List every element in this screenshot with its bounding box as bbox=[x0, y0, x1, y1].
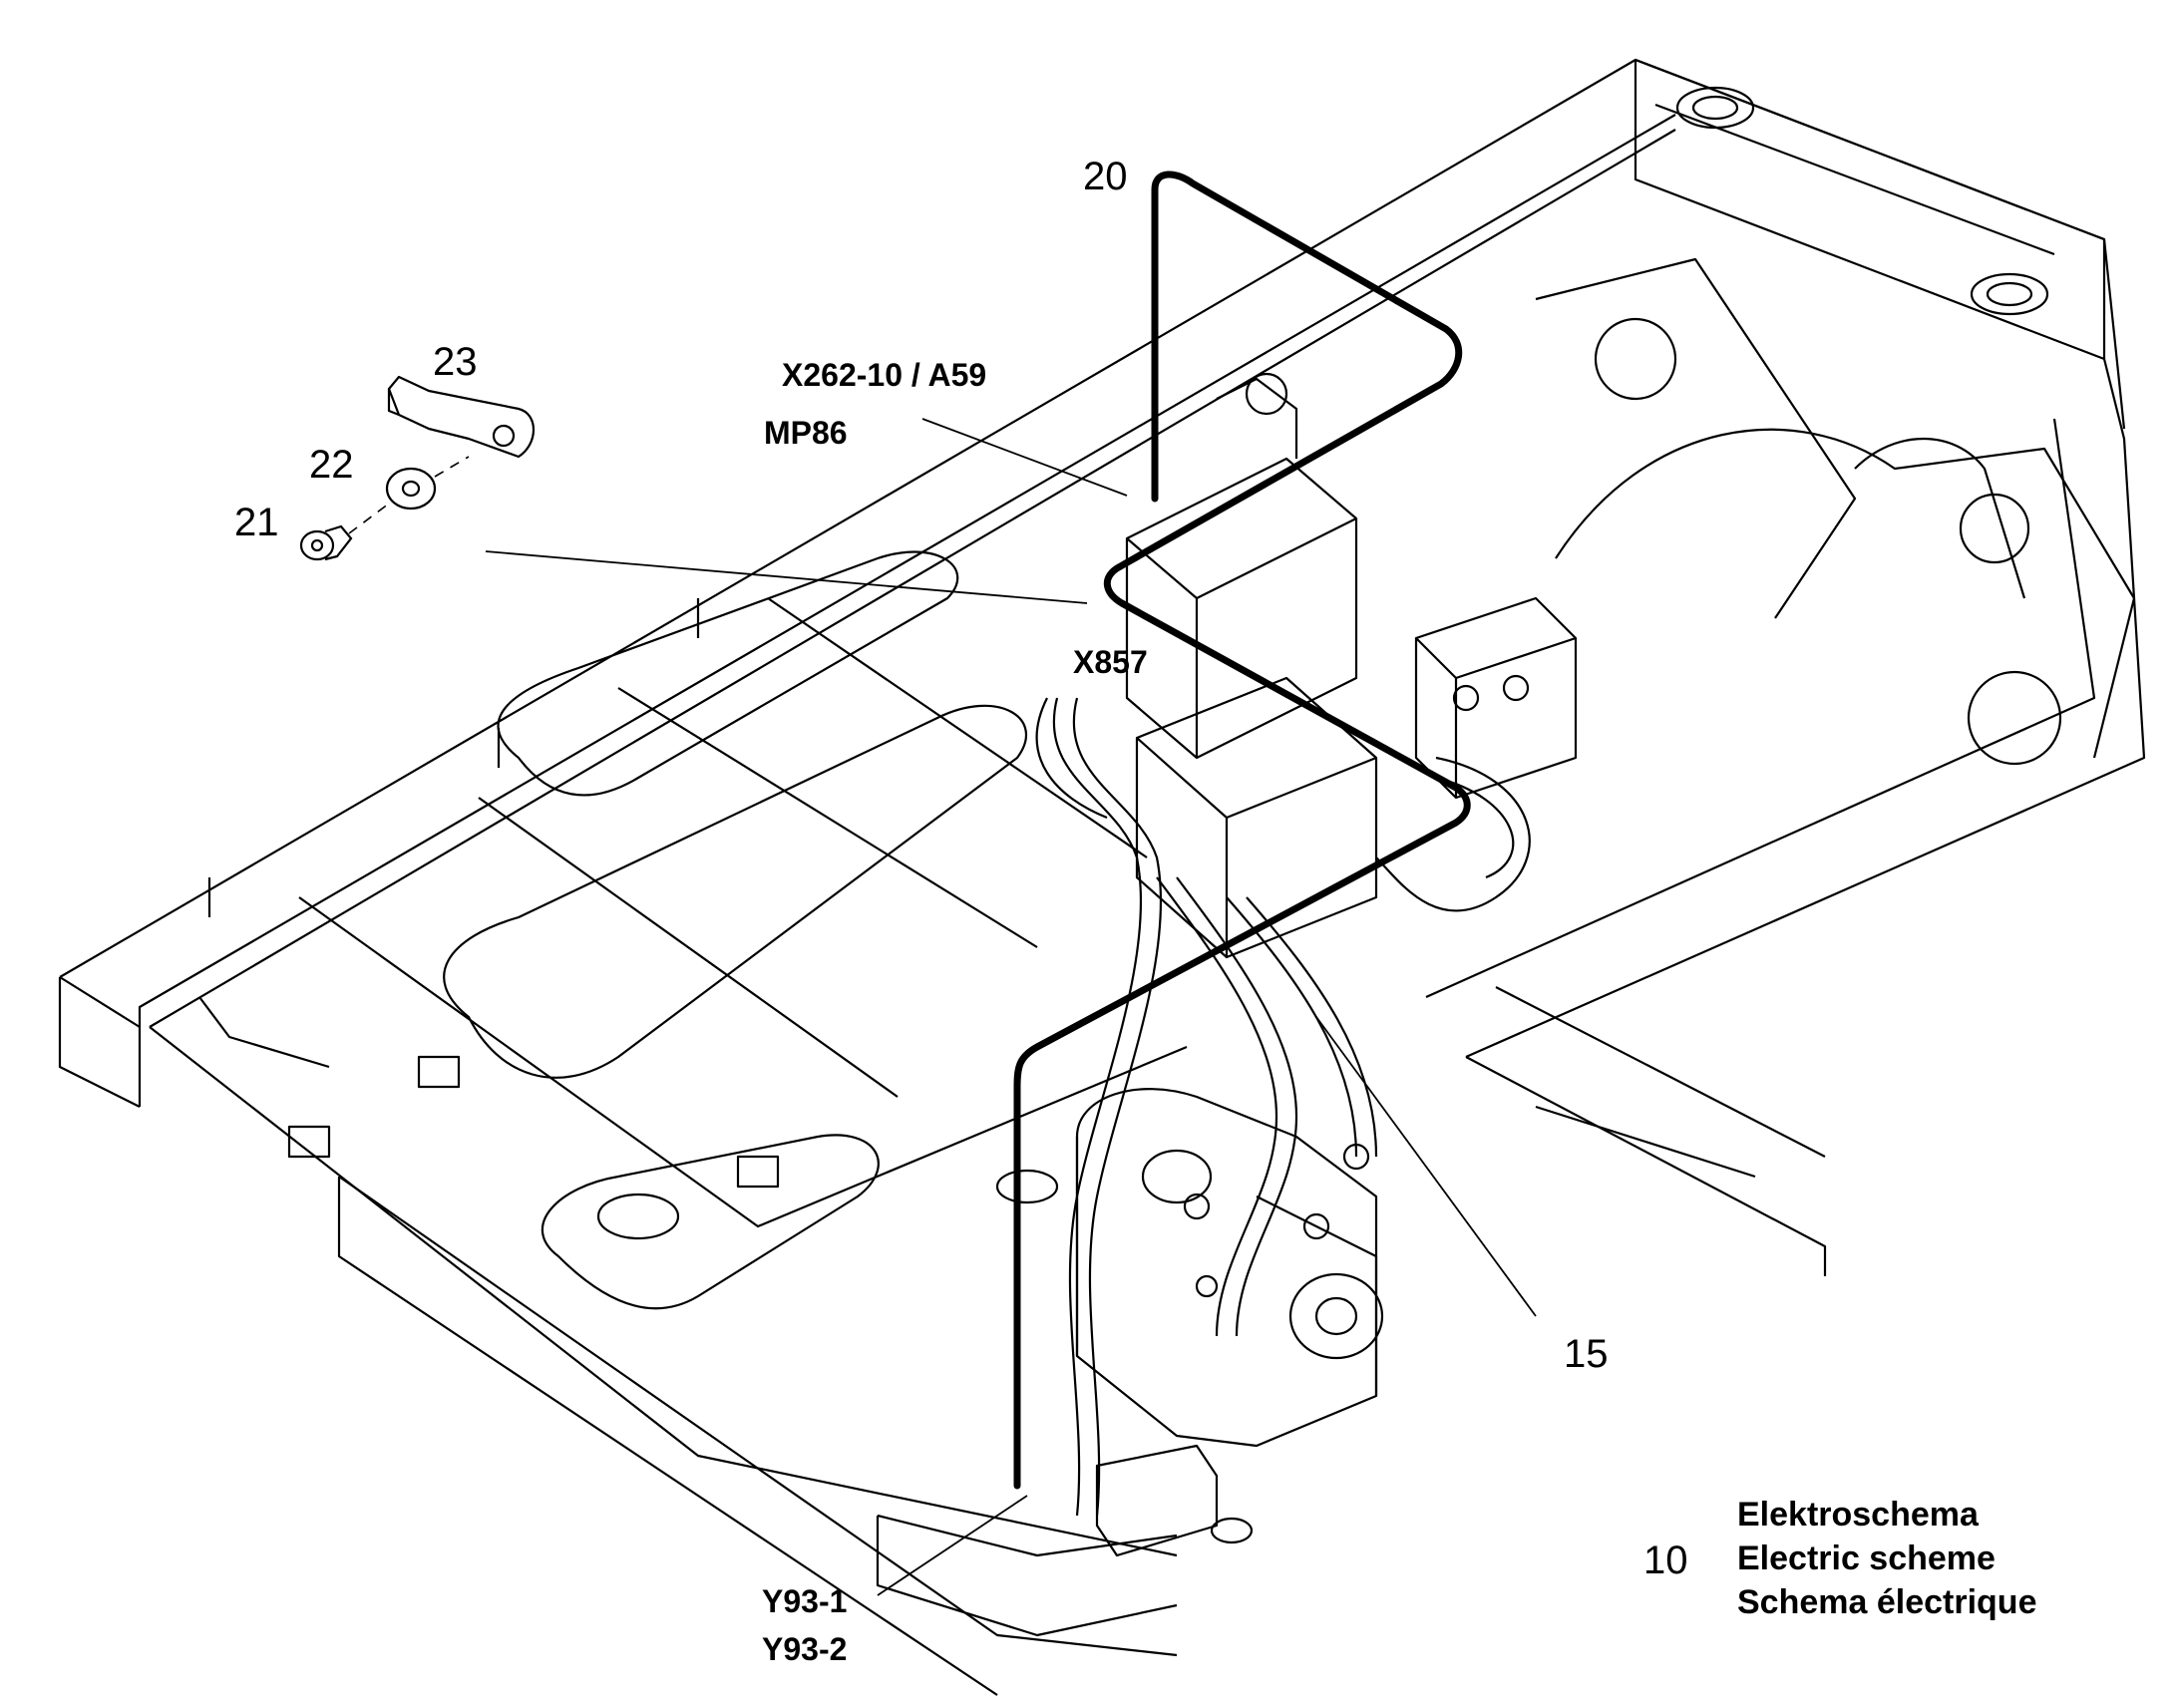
callout-20: 20 bbox=[1083, 155, 1128, 198]
ref-x262-10-a59: X262-10 / A59 bbox=[782, 357, 987, 393]
bracket-23 bbox=[387, 375, 535, 459]
callout-15: 15 bbox=[1564, 1332, 1609, 1376]
electric-cable-20 bbox=[1013, 171, 1471, 1490]
ref-y93-1: Y93-1 bbox=[762, 1583, 848, 1619]
callout-23: 23 bbox=[433, 340, 478, 384]
valve-assembly bbox=[1035, 372, 1578, 1557]
legend-line-elektroschema: Elektroschema bbox=[1737, 1496, 1979, 1534]
washer-22 bbox=[385, 467, 437, 511]
callout-22: 22 bbox=[309, 443, 354, 487]
ref-x857: X857 bbox=[1073, 644, 1148, 680]
assembly-dash-lines bbox=[348, 456, 470, 534]
callout-10: 10 bbox=[1643, 1538, 1688, 1582]
legend-line-electric-scheme: Electric scheme bbox=[1737, 1539, 1996, 1577]
callout-21: 21 bbox=[234, 501, 279, 544]
ref-y93-2: Y93-2 bbox=[762, 1631, 848, 1667]
leader-lines bbox=[485, 418, 1537, 1596]
screw-21 bbox=[299, 524, 353, 561]
ref-mp86: MP86 bbox=[764, 415, 848, 451]
legend-line-schema-electrique: Schema électrique bbox=[1737, 1583, 2037, 1621]
chassis-frame bbox=[58, 58, 2146, 1696]
